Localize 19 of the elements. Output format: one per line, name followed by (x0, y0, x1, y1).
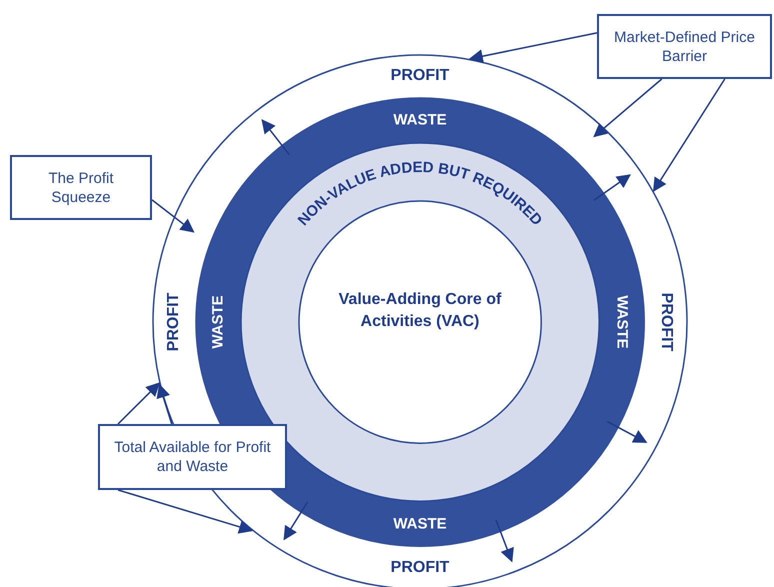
ring-label: PROFIT (390, 560, 450, 576)
callout-box: The Profit Squeeze (10, 155, 152, 220)
arrow (593, 78, 662, 138)
arrow (118, 489, 254, 534)
arrow (118, 382, 160, 425)
ring-label: PROFIT (658, 292, 674, 352)
arrow (652, 78, 726, 192)
ring-label: WASTE (614, 295, 630, 349)
arrow (152, 199, 194, 233)
arrow (156, 384, 172, 424)
core-label: Value-Adding Core of Activities (VAC) (338, 290, 502, 332)
callout-box: Total Available for Profit and Waste (98, 424, 287, 490)
ring-label: PROFIT (166, 292, 182, 352)
callout-box: Market-Defined Price Barrier (597, 14, 772, 79)
ring-label: PROFIT (390, 68, 450, 84)
ring-label: WASTE (393, 112, 447, 128)
ring-label: WASTE (210, 295, 226, 349)
arrow (468, 32, 598, 64)
ring-label: WASTE (393, 516, 447, 532)
